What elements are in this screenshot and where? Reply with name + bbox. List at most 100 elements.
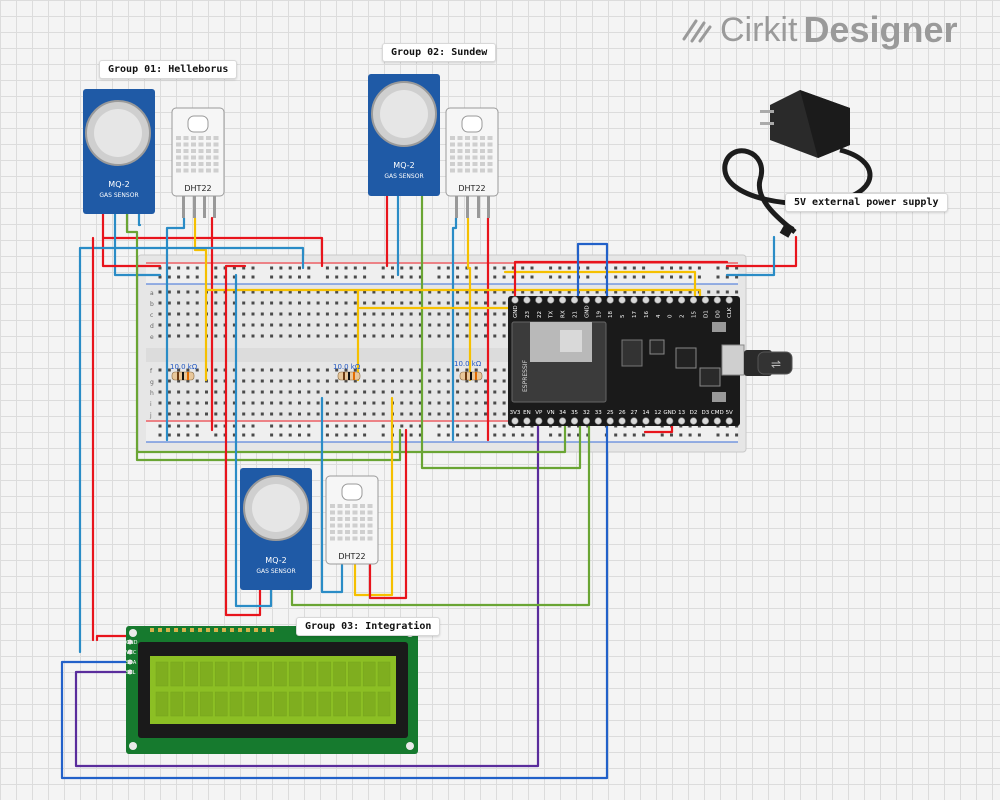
esp32-pin[interactable] xyxy=(666,296,674,304)
wire-ps-blue[interactable] xyxy=(725,235,776,277)
esp32-pin-label: 19 xyxy=(596,311,602,318)
lcd-pin-label: GND xyxy=(126,640,138,646)
dht22-sensor-g3[interactable]: DHT22 xyxy=(325,475,379,565)
esp32-pin[interactable] xyxy=(582,417,591,425)
esp32-pin[interactable] xyxy=(642,296,650,304)
esp32-pin[interactable] xyxy=(725,296,733,304)
wire-ps-red[interactable] xyxy=(725,235,798,268)
esp32-pin[interactable] xyxy=(570,296,579,304)
esp32-pin-label: 15 xyxy=(692,311,698,318)
esp32-pin[interactable] xyxy=(630,296,638,304)
wire-dht2-blue[interactable] xyxy=(451,216,458,442)
esp32-pin[interactable] xyxy=(535,296,543,304)
esp32-pin[interactable] xyxy=(594,417,602,425)
mq2-sensor-g2[interactable]: MQ-2 GAS SENSOR xyxy=(368,74,440,196)
esp32-pin-label: 27 xyxy=(631,410,638,416)
resistor-label-g2: 10.0 kΩ xyxy=(333,363,361,371)
esp32-pin[interactable] xyxy=(594,296,602,304)
wire-dht2-yellow[interactable] xyxy=(466,216,472,382)
esp32-pin-label: 5 xyxy=(620,314,626,318)
wires xyxy=(60,193,798,780)
wire-yellow-bus[interactable] xyxy=(204,288,702,382)
esp32-pin-label: 34 xyxy=(559,410,566,416)
esp32-pin-label: GND xyxy=(513,305,519,318)
esp32-pin[interactable] xyxy=(606,417,614,425)
power-supply[interactable] xyxy=(722,90,873,238)
usb-plug[interactable]: ⇌ xyxy=(744,350,793,376)
esp32-pin[interactable] xyxy=(725,417,733,425)
wire-green-34[interactable] xyxy=(135,418,567,454)
wire-yellow-top[interactable] xyxy=(503,270,697,302)
wire-dht1-blue[interactable] xyxy=(165,216,186,442)
dht22-sensor-g2[interactable]: DHT22 xyxy=(445,107,499,218)
esp32-pin[interactable] xyxy=(606,296,614,304)
esp32-pin[interactable] xyxy=(630,417,638,425)
wire-lcd-blue[interactable] xyxy=(78,246,305,270)
resistor-g3[interactable]: 10.0 kΩ xyxy=(454,360,483,381)
esp32-pin-label: D3 xyxy=(702,410,710,416)
esp32-pin[interactable] xyxy=(511,417,519,425)
esp32-pin[interactable] xyxy=(689,417,698,425)
esp32-pin[interactable] xyxy=(558,296,567,304)
wire-dht3-red[interactable] xyxy=(368,428,408,600)
esp32-pin[interactable] xyxy=(547,296,555,304)
esp32-pin-label: 21 xyxy=(573,311,579,318)
wire-g1-green[interactable] xyxy=(125,208,402,462)
wire-purple[interactable] xyxy=(74,418,540,768)
resistor-g2[interactable]: 10.0 kΩ xyxy=(333,363,361,381)
esp32-pin-label: D2 xyxy=(690,410,698,416)
esp32-pin[interactable] xyxy=(618,417,626,425)
esp32-pin-label: VN xyxy=(547,410,555,416)
esp32-pin[interactable] xyxy=(654,296,662,304)
wire-dht1-yellow[interactable] xyxy=(193,216,208,382)
esp32-pin[interactable] xyxy=(677,296,686,304)
mq2-sensor-g1[interactable]: MQ-2 GAS SENSOR xyxy=(83,89,155,214)
esp32-pin[interactable] xyxy=(558,417,567,425)
esp32-pin[interactable] xyxy=(511,296,519,304)
esp32-pin[interactable] xyxy=(535,417,543,425)
lcd-pin[interactable] xyxy=(127,639,133,645)
resistor-label-g3: 10.0 kΩ xyxy=(454,360,482,368)
svg-text:GAS SENSOR: GAS SENSOR xyxy=(384,173,423,180)
wire-g3-blue[interactable] xyxy=(234,273,273,608)
esp32-pin[interactable] xyxy=(547,417,555,425)
dht22-sensor-g1[interactable]: DHT22 xyxy=(171,107,225,218)
svg-text:GAS SENSOR: GAS SENSOR xyxy=(256,568,295,575)
esp32-pin[interactable] xyxy=(713,296,721,304)
mq2-sensor-g3[interactable]: MQ-2 GAS SENSOR xyxy=(240,468,312,590)
esp32-pin-label: VP xyxy=(535,410,543,416)
wire-dht3-blue[interactable] xyxy=(320,396,344,594)
esp32-pin[interactable] xyxy=(642,417,650,425)
esp32-pin-label: D1 xyxy=(703,310,709,318)
wire-dht3-yellow[interactable] xyxy=(353,396,394,597)
esp32-pin[interactable] xyxy=(523,417,531,425)
esp32-pin[interactable] xyxy=(677,417,686,425)
esp32-pin[interactable] xyxy=(618,296,626,304)
esp32-pin[interactable] xyxy=(582,296,591,304)
esp32-pin[interactable] xyxy=(523,296,531,304)
wire-g2-green[interactable] xyxy=(420,193,582,470)
wire-g1-blue-b[interactable] xyxy=(137,208,142,227)
esp32-pin[interactable] xyxy=(570,417,579,425)
esp32-pin[interactable] xyxy=(689,296,698,304)
esp32-pin[interactable] xyxy=(713,417,721,425)
esp32-pin[interactable] xyxy=(666,417,674,425)
wire-g1-blue-a[interactable] xyxy=(113,208,162,277)
esp32-pin[interactable] xyxy=(701,296,710,304)
brand-bold: Designer xyxy=(803,9,958,50)
lcd-pin[interactable] xyxy=(127,649,133,655)
wire-blue-gpio[interactable] xyxy=(60,242,609,780)
esp32-pin[interactable] xyxy=(701,417,710,425)
lcd-pin[interactable] xyxy=(127,669,133,675)
svg-text:GAS SENSOR: GAS SENSOR xyxy=(99,192,138,199)
lcd-pin[interactable] xyxy=(127,659,133,665)
wire-red-5v[interactable] xyxy=(513,260,729,302)
esp32-pin-label: 25 xyxy=(607,410,614,416)
esp32-pin[interactable] xyxy=(654,417,662,425)
resistor-g1[interactable]: 10.0 kΩ xyxy=(170,363,198,381)
wire-green-32[interactable] xyxy=(290,418,591,607)
esp32-pin-label: 33 xyxy=(595,410,602,416)
